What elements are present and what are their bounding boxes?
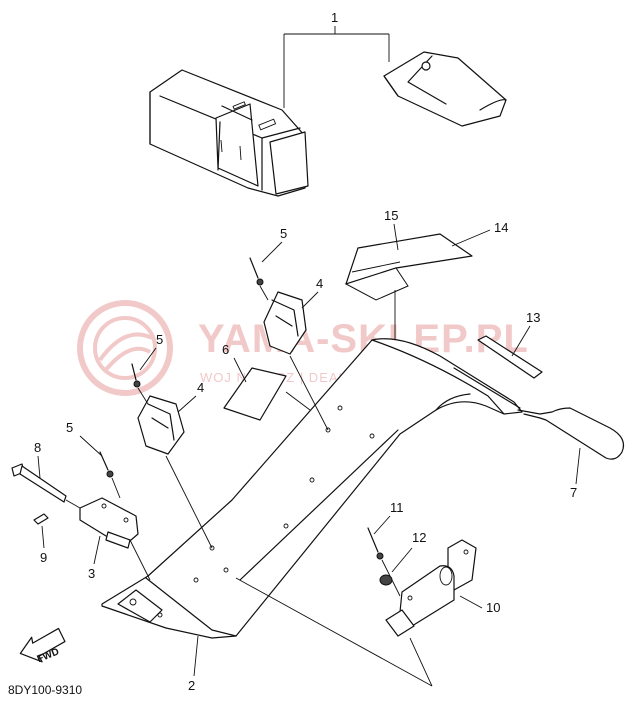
callout-label: 13 xyxy=(526,310,540,325)
callout-label: 5 xyxy=(66,420,73,435)
callout-6: 6 xyxy=(222,342,247,383)
leader-3-hinge xyxy=(129,539,151,581)
callout-4-upper: 4 xyxy=(301,276,323,309)
callout-10: 10 xyxy=(459,595,500,615)
leader-8-bolt xyxy=(65,499,81,509)
part-10-hinge-bracket xyxy=(385,539,477,637)
part-12-nut xyxy=(379,574,393,586)
leader-4-left-down xyxy=(165,455,213,549)
callout-label: 9 xyxy=(40,550,47,565)
leader-5-lower xyxy=(111,477,121,499)
callout-2: 2 xyxy=(188,635,199,693)
callout-14: 14 xyxy=(451,220,508,247)
callout-13: 13 xyxy=(511,310,540,357)
callout-label: 11 xyxy=(390,500,404,515)
callout-15: 15 xyxy=(384,208,398,251)
callout-1: 1 xyxy=(283,10,390,108)
part-8-bolt xyxy=(11,463,67,503)
part-4-left-clip xyxy=(137,395,185,455)
part-15-decal xyxy=(344,233,473,301)
callout-4-left: 4 xyxy=(177,380,204,413)
leader-5-upper xyxy=(259,285,269,301)
callout-label: 4 xyxy=(316,276,323,291)
callout-label: 7 xyxy=(570,485,577,500)
fwd-arrow: FWD xyxy=(19,627,66,665)
callout-5-lower: 5 xyxy=(66,420,103,457)
leader-plate-lower-right xyxy=(235,577,433,687)
callout-label: 3 xyxy=(88,566,95,581)
leader-6-plate xyxy=(285,391,311,411)
diagram-code: 8DY100-9310 xyxy=(8,683,82,697)
callout-label: 4 xyxy=(197,380,204,395)
part-7-rod xyxy=(517,407,625,460)
part-9-cotter-pin xyxy=(33,513,49,525)
callout-label: 8 xyxy=(34,440,41,455)
callout-label: 6 xyxy=(222,342,229,357)
callout-label: 5 xyxy=(280,226,287,241)
callout-8: 8 xyxy=(34,440,41,479)
part-1-tool-bag xyxy=(149,51,507,197)
part-6-label xyxy=(223,367,287,421)
part-3-hinge xyxy=(79,497,139,549)
callout-5-upper: 5 xyxy=(261,226,287,263)
part-13-strip xyxy=(477,335,543,379)
callout-9: 9 xyxy=(40,525,47,565)
callout-label: 10 xyxy=(486,600,500,615)
part-11-pin xyxy=(367,527,384,560)
callout-label: 14 xyxy=(494,220,508,235)
callout-3: 3 xyxy=(88,535,101,581)
callout-label: 5 xyxy=(156,332,163,347)
part-5-upper-pin xyxy=(249,257,264,286)
callout-7: 7 xyxy=(570,447,581,500)
part-5-mid-pin xyxy=(131,363,141,388)
callout-label: 12 xyxy=(412,530,426,545)
callout-label: 1 xyxy=(331,10,338,25)
leader-5-mid xyxy=(137,387,149,405)
part-4-upper-clip xyxy=(263,291,307,355)
callout-11: 11 xyxy=(373,500,404,535)
callout-label: 2 xyxy=(188,678,195,693)
callout-5-mid: 5 xyxy=(139,332,163,371)
callout-label: 15 xyxy=(384,208,398,223)
leader-4-upper-down xyxy=(289,355,329,431)
part-2-plate xyxy=(101,338,523,639)
callout-12: 12 xyxy=(391,530,426,573)
